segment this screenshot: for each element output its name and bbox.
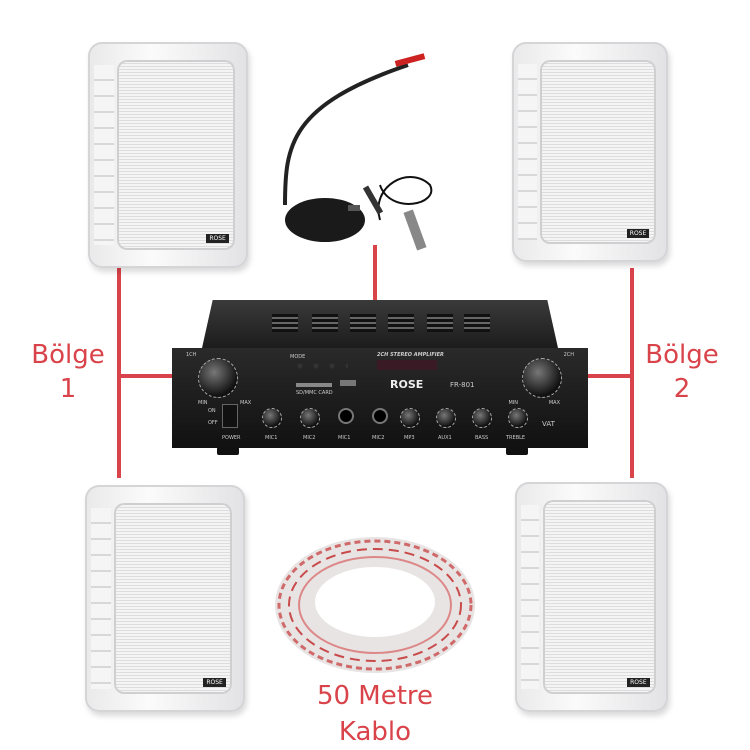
power-switch[interactable] (222, 404, 238, 428)
ch1-max: MAX (240, 400, 252, 406)
ch2-volume-knob[interactable] (522, 358, 562, 398)
ch1-label: 1CH (186, 352, 197, 358)
speaker-logo: ROSE (206, 234, 229, 244)
zone2-label: Bölge 2 (632, 338, 732, 406)
speaker-cable-coil (275, 537, 475, 673)
speaker-logo: ROSE (627, 677, 650, 687)
jack-label: MIC2 (372, 435, 385, 441)
speaker-top-left: ROSE (88, 42, 248, 268)
zone1-horizontal-line (117, 374, 173, 378)
zone2-word: Bölge (645, 340, 719, 370)
display (377, 360, 437, 370)
sd-label: SD/MMC CARD (296, 390, 333, 396)
mic1-knob[interactable] (262, 408, 282, 428)
zone1-word: Bölge (31, 340, 105, 370)
cable-label-line2: Kablo (338, 717, 412, 747)
gooseneck-microphone (283, 53, 433, 251)
cable-label: 50 Metre Kablo (275, 678, 475, 750)
mic-line (373, 245, 377, 300)
zone2-horizontal-line (583, 374, 633, 378)
on-label: ON (208, 408, 216, 414)
zone2-number: 2 (673, 374, 691, 404)
mode-buttons[interactable] (292, 363, 348, 369)
mp3-knob[interactable] (400, 408, 420, 428)
cable-label-line1: 50 Metre (316, 681, 434, 711)
ch2-min: MIN (508, 400, 518, 406)
knob-label: TREBLE (506, 435, 526, 441)
sd-card-slot[interactable] (296, 383, 332, 387)
mode-label: MODE (290, 354, 306, 360)
brand-logo: ROSE (390, 378, 424, 391)
mic2-knob[interactable] (300, 408, 320, 428)
speaker-logo: ROSE (626, 228, 650, 238)
off-label: OFF (208, 420, 218, 426)
ch2-max: MAX (548, 400, 560, 406)
speaker-logo: ROSE (203, 678, 226, 688)
mic1-jack[interactable] (338, 408, 354, 424)
mic2-jack[interactable] (372, 408, 388, 424)
treble-knob[interactable] (508, 408, 528, 428)
zone1-label: Bölge 1 (18, 338, 118, 406)
ch1-min: MIN (198, 400, 208, 406)
knob-label: MP3 (404, 435, 415, 441)
ch2-label: 2CH (563, 352, 574, 358)
jack-label: MIC1 (338, 435, 351, 441)
speaker-bottom-left: ROSE (85, 485, 245, 712)
zone2-vertical-line (630, 268, 634, 478)
ch1-volume-knob[interactable] (198, 358, 238, 398)
knob-label: AUX1 (438, 435, 452, 441)
aux1-knob[interactable] (436, 408, 456, 428)
speaker-top-right: ROSE (512, 42, 668, 262)
zone1-number: 1 (59, 374, 77, 404)
zone1-vertical-line (117, 268, 121, 478)
knob-label: MIC2 (303, 435, 316, 441)
speaker-bottom-right: ROSE (515, 482, 668, 712)
knob-label: BASS (475, 435, 489, 441)
vat-logo: VAT (542, 420, 555, 428)
usb-port[interactable] (340, 380, 356, 386)
bass-knob[interactable] (472, 408, 492, 428)
model-label: FR-801 (450, 381, 475, 389)
power-label: POWER (222, 435, 241, 441)
amp-title: 2CH STEREO AMPLIFIER (377, 352, 444, 358)
knob-label: MIC1 (265, 435, 278, 441)
amplifier: 1CH 2CH MIN MAX MIN MAX MODE 2CH STEREO … (172, 300, 588, 455)
